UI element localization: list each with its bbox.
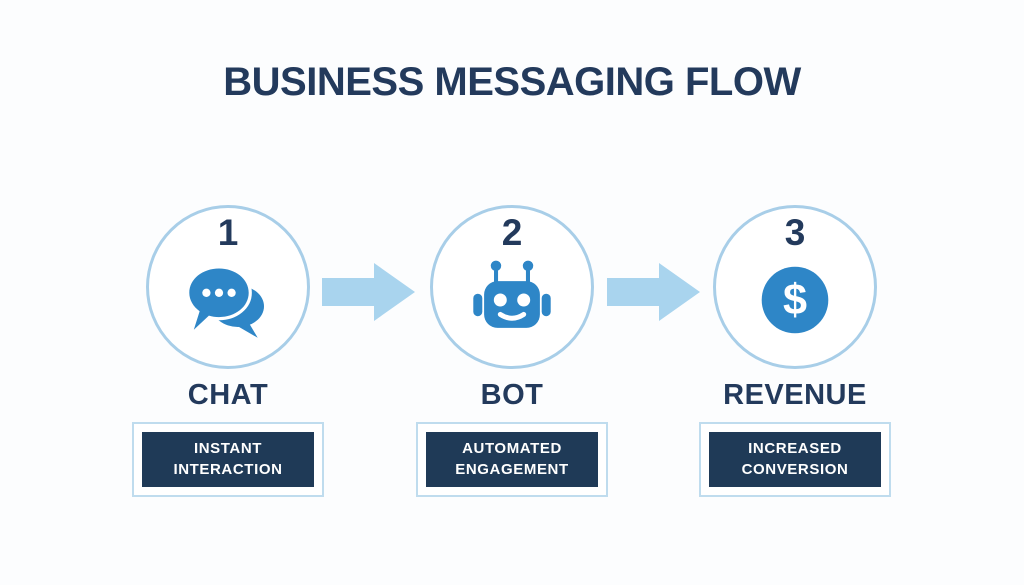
step-badge-text: INSTANT INTERACTION (142, 432, 314, 487)
arrow-right-icon (607, 261, 700, 323)
step-badge: INCREASED CONVERSION (699, 422, 891, 497)
chat-bubbles-icon (183, 255, 273, 345)
step-bot: 2 BOT (392, 205, 632, 497)
step-chat: 1 CHAT INSTANT INTERACT (108, 205, 348, 497)
step-label: REVENUE (723, 379, 867, 411)
step-label: BOT (480, 379, 544, 411)
step-circle: 3 $ (713, 205, 877, 369)
step-number: 2 (501, 212, 523, 253)
step-number: 1 (217, 212, 239, 253)
step-badge: AUTOMATED ENGAGEMENT (416, 422, 608, 497)
step-circle: 1 (146, 205, 310, 369)
step-number: 3 (784, 212, 806, 253)
step-badge-text: INCREASED CONVERSION (709, 432, 881, 487)
step-label: CHAT (187, 379, 269, 411)
step-badge: INSTANT INTERACTION (132, 422, 324, 497)
diagram-title: BUSINESS MESSAGING FLOW (223, 60, 801, 104)
step-badge-text: AUTOMATED ENGAGEMENT (426, 432, 598, 487)
svg-text:$: $ (783, 276, 807, 324)
step-revenue: 3 $ REVENUE INCREASED CONVERSION (675, 205, 915, 497)
step-circle: 2 (430, 205, 594, 369)
dollar-icon: $ (750, 255, 840, 345)
arrow-right-icon (322, 261, 415, 323)
robot-icon (467, 255, 557, 345)
